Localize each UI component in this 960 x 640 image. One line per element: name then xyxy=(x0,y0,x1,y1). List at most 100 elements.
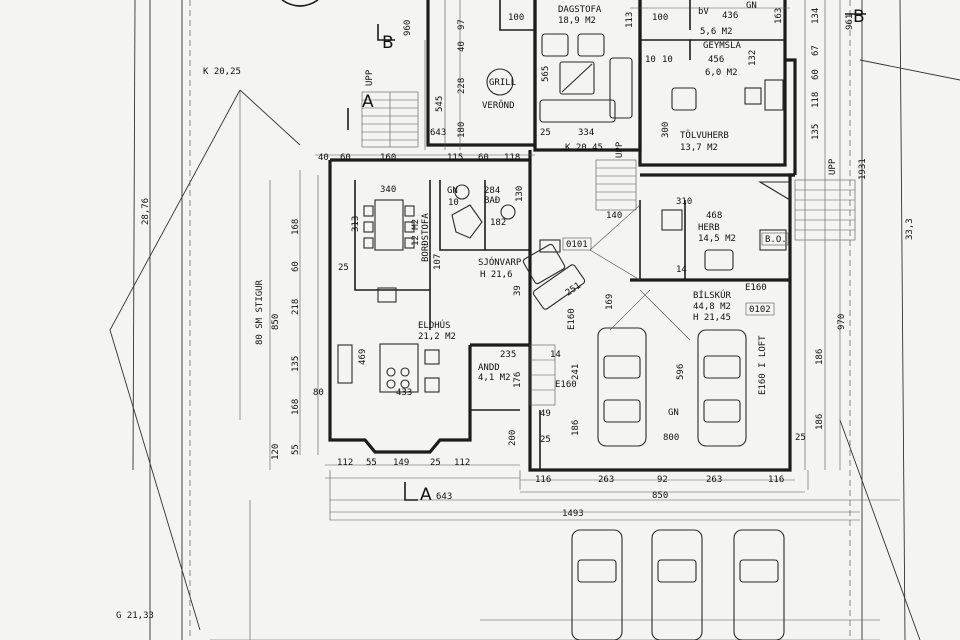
dim: 14 xyxy=(550,350,561,360)
dim: 160 xyxy=(380,153,396,163)
dim: 596 xyxy=(676,364,686,380)
dim: 140 xyxy=(606,211,622,221)
dim: 118 xyxy=(811,92,821,108)
tags: 0101 0102 B.O. GN GN GN bV E160 E160 E16… xyxy=(365,1,838,418)
dim: 163 xyxy=(774,8,784,24)
dim: 235 xyxy=(500,350,516,360)
dim: 33,3 xyxy=(905,218,915,240)
dim: 186 xyxy=(815,414,825,430)
dim: 241 xyxy=(571,364,581,380)
dim: 200 xyxy=(508,430,518,446)
dim: 469 xyxy=(358,349,368,365)
tree-symbol xyxy=(281,0,319,7)
tag-bo: B.O. xyxy=(765,235,787,245)
dim: 251 xyxy=(564,281,583,299)
dim: 132 xyxy=(748,50,758,66)
dim: 134 xyxy=(811,8,821,24)
tag-gn-3: GN xyxy=(447,186,458,196)
dim: 25 xyxy=(338,263,349,273)
room-andd-name: ANDD xyxy=(478,363,500,373)
dim: 436 xyxy=(722,11,738,21)
room-herb-name: HERB xyxy=(698,223,720,233)
dim: 14 xyxy=(676,265,687,275)
dim: 169 xyxy=(605,294,615,310)
dim: 130 xyxy=(515,186,525,202)
dim: 113 xyxy=(625,12,635,28)
dim: 60 xyxy=(811,69,821,80)
tag-bv: bV xyxy=(698,7,709,17)
dim: 433 xyxy=(396,388,412,398)
dim: 55 xyxy=(366,458,377,468)
dim: 186 xyxy=(815,349,825,365)
room-sjonvarp-name: SJÓNVARP xyxy=(478,256,522,268)
dim: 40 xyxy=(457,41,467,52)
room-bilskur-area: 44,8 M2 xyxy=(693,302,731,312)
tag-0102: 0102 xyxy=(749,305,771,315)
dim: 263 xyxy=(598,475,614,485)
dim: 643 xyxy=(436,492,452,502)
room-eldhus-name: ELDHÚS xyxy=(418,319,451,331)
section-markers: A A B B xyxy=(347,7,866,505)
dim: 116 xyxy=(768,475,784,485)
dimension-lines xyxy=(299,0,860,513)
stairs xyxy=(361,91,856,406)
dim: 115 xyxy=(447,153,463,163)
dim: 118 xyxy=(504,153,520,163)
elevation-g2133: G 21,33 xyxy=(116,611,154,621)
dim: 186 xyxy=(571,420,581,436)
dim: 100 xyxy=(652,13,668,23)
room-geymsla-dim: 456 xyxy=(708,55,724,65)
tag-upp-2: UPP xyxy=(615,141,625,158)
dim: 340 xyxy=(380,185,396,195)
dim: 168 xyxy=(291,399,301,415)
tag-gn-1: GN xyxy=(746,1,757,11)
dim: 313 xyxy=(351,216,361,232)
room-dagstofa-name: DAGSTOFA xyxy=(558,5,602,15)
tag-e160-b: E160 xyxy=(567,308,577,330)
dim: 112 xyxy=(454,458,470,468)
tag-gn-2: GN xyxy=(668,408,679,418)
room-andd-area: 4,1 M2 xyxy=(478,373,511,383)
room-bad-name: BAÐ xyxy=(484,196,500,206)
dim: 116 xyxy=(535,475,551,485)
dim: 218 xyxy=(291,299,301,315)
elevation-k2045: K 20,45 xyxy=(565,143,603,153)
dim: 643 xyxy=(430,128,446,138)
dim: 263 xyxy=(706,475,722,485)
dim: 176 xyxy=(513,372,523,388)
dim: 107 xyxy=(433,254,443,270)
room-grill-name: GRILL xyxy=(489,78,516,88)
dim: 60 xyxy=(340,153,351,163)
dim: 1931 xyxy=(858,158,868,180)
dim: 1493 xyxy=(562,509,584,519)
dim: 565 xyxy=(541,66,551,82)
dim: 25 xyxy=(430,458,441,468)
room-geymsla-area: 6,0 M2 xyxy=(705,68,738,78)
dim: 97 xyxy=(457,19,467,30)
dim: 112 xyxy=(337,458,353,468)
dim: 40 xyxy=(318,153,329,163)
dim: 92 xyxy=(657,475,668,485)
room-herb-area: 14,5 M2 xyxy=(698,234,736,244)
room-bordstofa-area: 12 M2 xyxy=(411,219,421,246)
dim: 10 xyxy=(645,55,656,65)
diagonal-markers xyxy=(589,204,691,341)
tag-e160-c: E160 xyxy=(555,380,577,390)
dim: 55 xyxy=(291,444,301,455)
dim: 180 xyxy=(457,122,467,138)
dim: 5,6 M2 xyxy=(700,27,733,37)
room-tolvuherb-name: TÖLVUHERB xyxy=(680,130,729,141)
dim: 60 xyxy=(291,261,301,272)
dim: 80 xyxy=(313,388,324,398)
dim: 182 xyxy=(490,218,506,228)
room-dagstofa-area: 18,9 M2 xyxy=(558,16,596,26)
tag-upp-1: UPP xyxy=(365,69,375,86)
room-eldhus-area: 21,2 M2 xyxy=(418,332,456,342)
room-geymsla-name: GEYMSLA xyxy=(703,41,742,51)
dim: 100 xyxy=(508,13,524,23)
room-bilskur-height: H 21,45 xyxy=(693,313,731,323)
room-bilskur-name: BÍLSKÚR xyxy=(693,289,732,301)
tag-0101: 0101 xyxy=(566,240,588,250)
dim: 25 xyxy=(795,433,806,443)
